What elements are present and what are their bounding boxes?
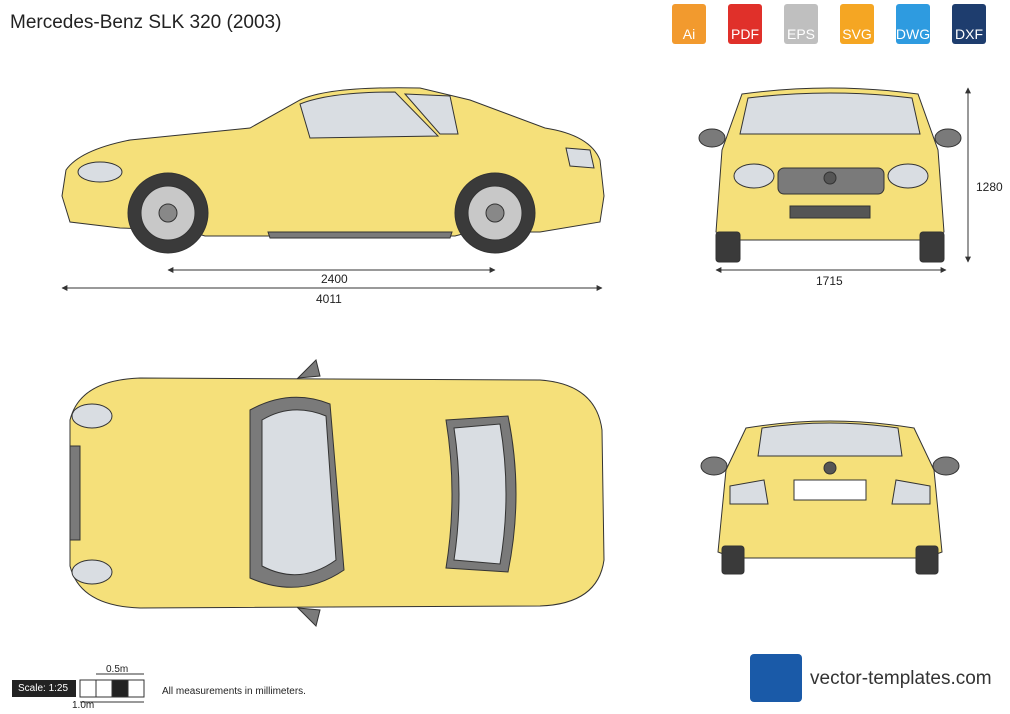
rear-view [700,420,960,575]
scale-half-meter: 0.5m [106,664,129,675]
front-view [698,87,962,263]
wheelbase-label: 2400 [321,272,348,286]
length-label: 4011 [316,292,342,306]
page-title: Mercedes-Benz SLK 320 (2003) [10,12,282,33]
scale-one-meter: 1.0m [72,700,95,711]
width-label: 1715 [816,274,843,288]
format-dxf-button[interactable]: DXF [948,4,990,52]
pdf-file-icon [728,4,762,44]
ai-file-icon [672,4,706,44]
scale-label: Scale: 1:25 [12,680,76,697]
scale-bar [79,673,145,703]
eps-file-icon [784,4,818,44]
format-svg-button[interactable]: SVG [836,4,878,52]
dimension-lines [61,87,971,291]
svg-file-icon [840,4,874,44]
dxf-file-icon [952,4,986,44]
format-eps-button[interactable]: EPS [780,4,822,52]
measurement-note: All measurements in millimeters. [162,686,306,697]
format-pdf-button[interactable]: PDF [724,4,766,52]
brand-name[interactable]: vector-templates.com [810,668,992,689]
format-downloads: Ai PDF EPS SVG DWG DXF [668,4,1008,54]
top-view [69,359,605,627]
format-dwg-button[interactable]: DWG [892,4,934,52]
brand-logo[interactable] [750,654,802,702]
format-ai-button[interactable]: Ai [668,4,710,52]
dwg-file-icon [896,4,930,44]
height-label: 1280 [976,180,1003,194]
side-view [61,87,605,254]
